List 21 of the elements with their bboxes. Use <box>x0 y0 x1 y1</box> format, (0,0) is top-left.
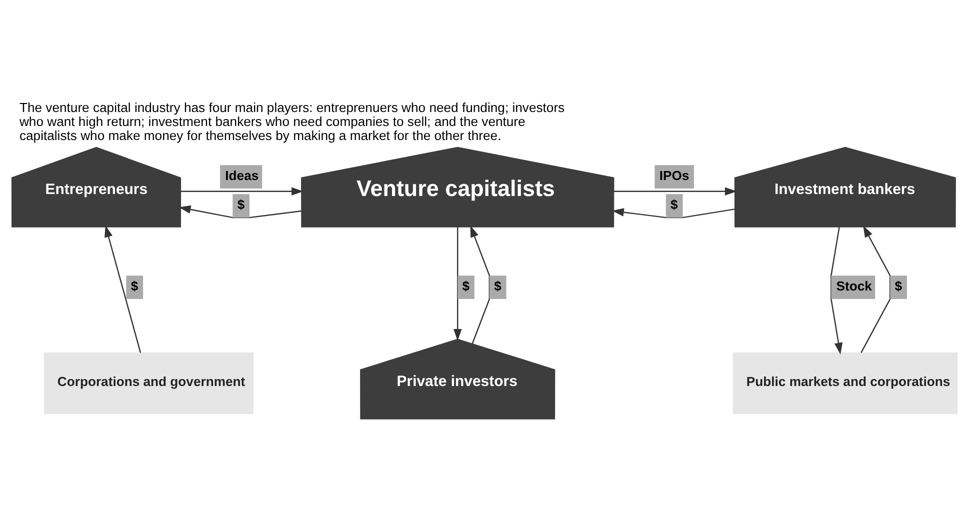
arrow <box>614 187 737 196</box>
arrow <box>612 208 735 218</box>
edge-label: $ <box>130 278 138 294</box>
arrow <box>453 227 462 341</box>
node-box: Public markets and corporations <box>732 352 958 414</box>
edge-label: $ <box>237 196 245 212</box>
arrow <box>104 225 142 353</box>
edge-label: Ideas <box>225 168 259 183</box>
edge-label: IPOs <box>659 168 690 183</box>
arrow <box>470 225 490 344</box>
arrow <box>830 227 843 355</box>
arrow <box>178 205 302 218</box>
edge-label: $ <box>494 278 502 294</box>
edge-label: $ <box>894 278 902 294</box>
edge-label: Stock <box>836 278 872 294</box>
arrow <box>181 187 304 196</box>
edge-label: $ <box>670 196 678 212</box>
node-box: Corporations and government <box>44 352 254 414</box>
edge-label: $ <box>462 278 470 294</box>
caption: The venture capital industry has four main players: entreprenuers who need funding; investors who want high return; investment bankers who need companies to sell; and the venture capitalists who make money for themselves by making a market for the other three. <box>19 100 565 144</box>
arrow <box>860 226 891 353</box>
